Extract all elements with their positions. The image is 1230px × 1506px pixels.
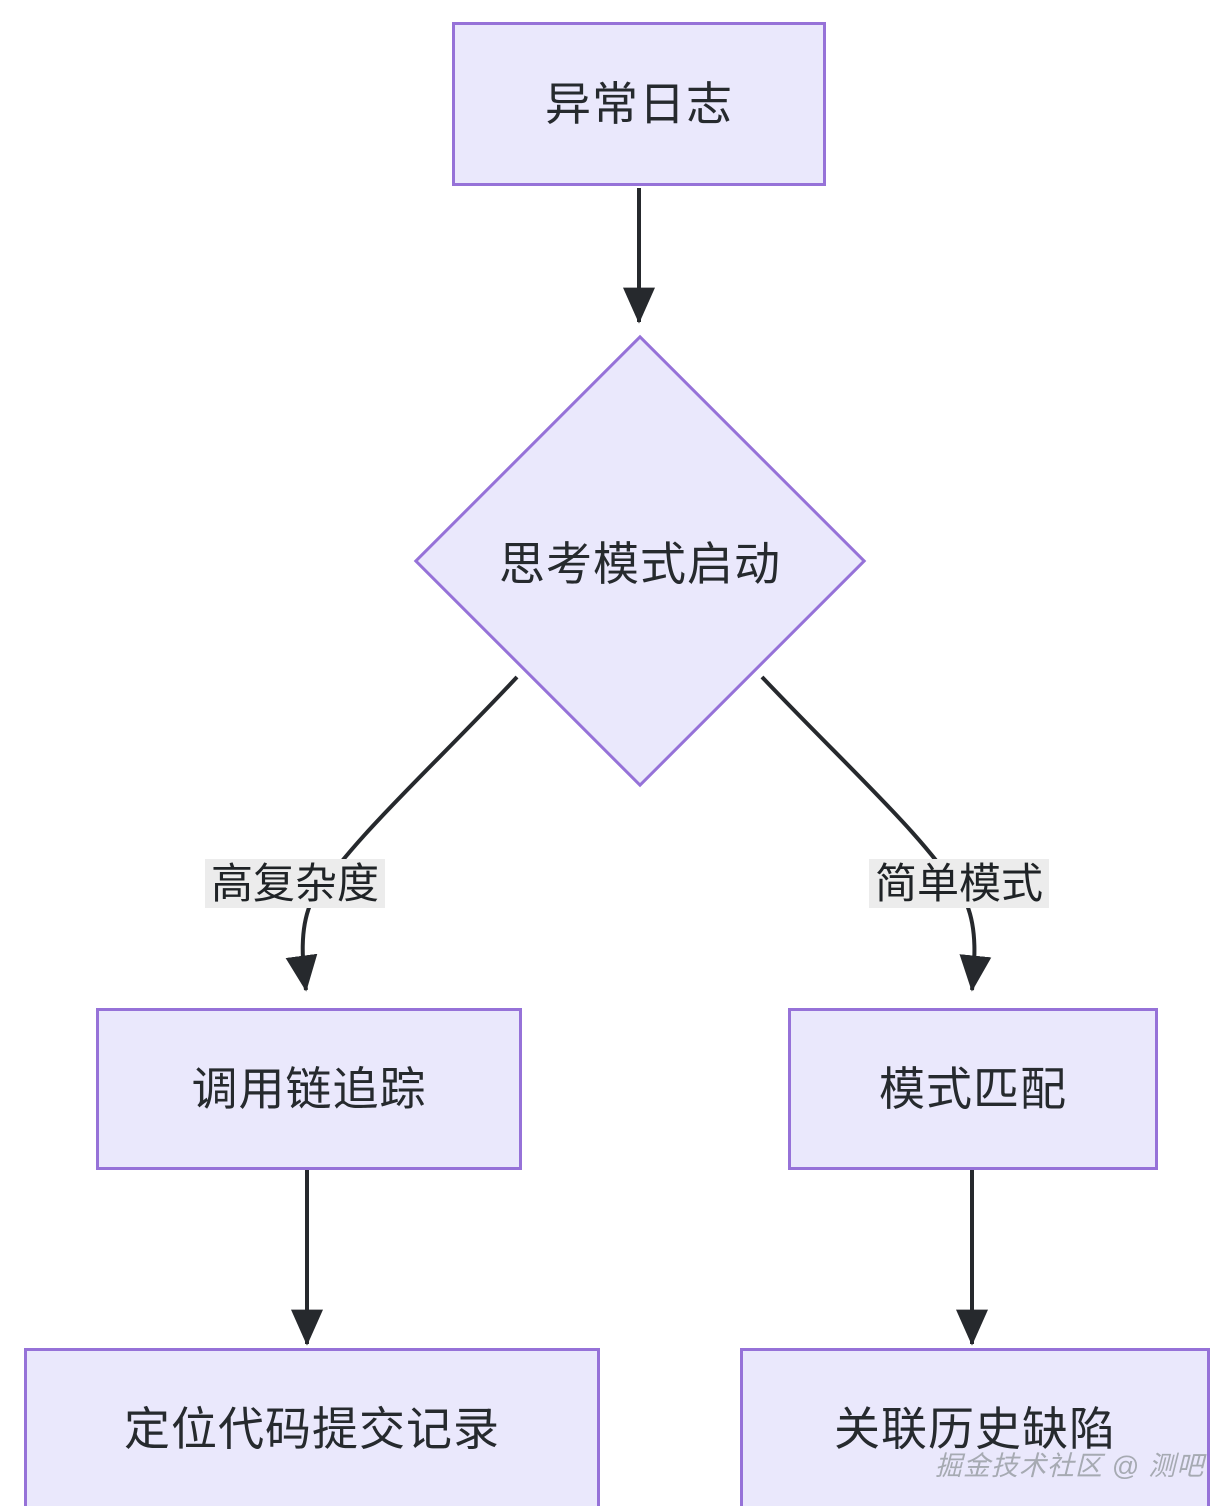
node-locate-commit-records[interactable]: 定位代码提交记录: [24, 1348, 600, 1506]
node-call-chain-trace-label: 调用链追踪: [191, 1062, 427, 1115]
node-pattern-match[interactable]: 模式匹配: [788, 1008, 1158, 1170]
edge-label-high-complexity-text: 高复杂度: [211, 860, 380, 907]
edge-label-simple-mode-text: 简单模式: [875, 860, 1044, 907]
node-pattern-match-label: 模式匹配: [879, 1062, 1067, 1115]
edge-label-simple-mode: 简单模式: [869, 859, 1050, 909]
edge-thinking-mode-to-pattern-match: [760, 675, 992, 992]
node-exception-log[interactable]: 异常日志: [452, 22, 826, 186]
edge-label-high-complexity: 高复杂度: [205, 859, 386, 909]
node-call-chain-trace[interactable]: 调用链追踪: [96, 1008, 522, 1170]
node-thinking-mode[interactable]: [413, 334, 867, 788]
edge-thinking-mode-to-call-chain-trace: [285, 675, 519, 992]
node-exception-log-label: 异常日志: [545, 77, 733, 130]
node-locate-commit-records-label: 定位代码提交记录: [124, 1402, 500, 1455]
node-correlate-historical-defects[interactable]: 关联历史缺陷: [740, 1348, 1210, 1506]
node-correlate-historical-defects-label: 关联历史缺陷: [834, 1402, 1116, 1455]
